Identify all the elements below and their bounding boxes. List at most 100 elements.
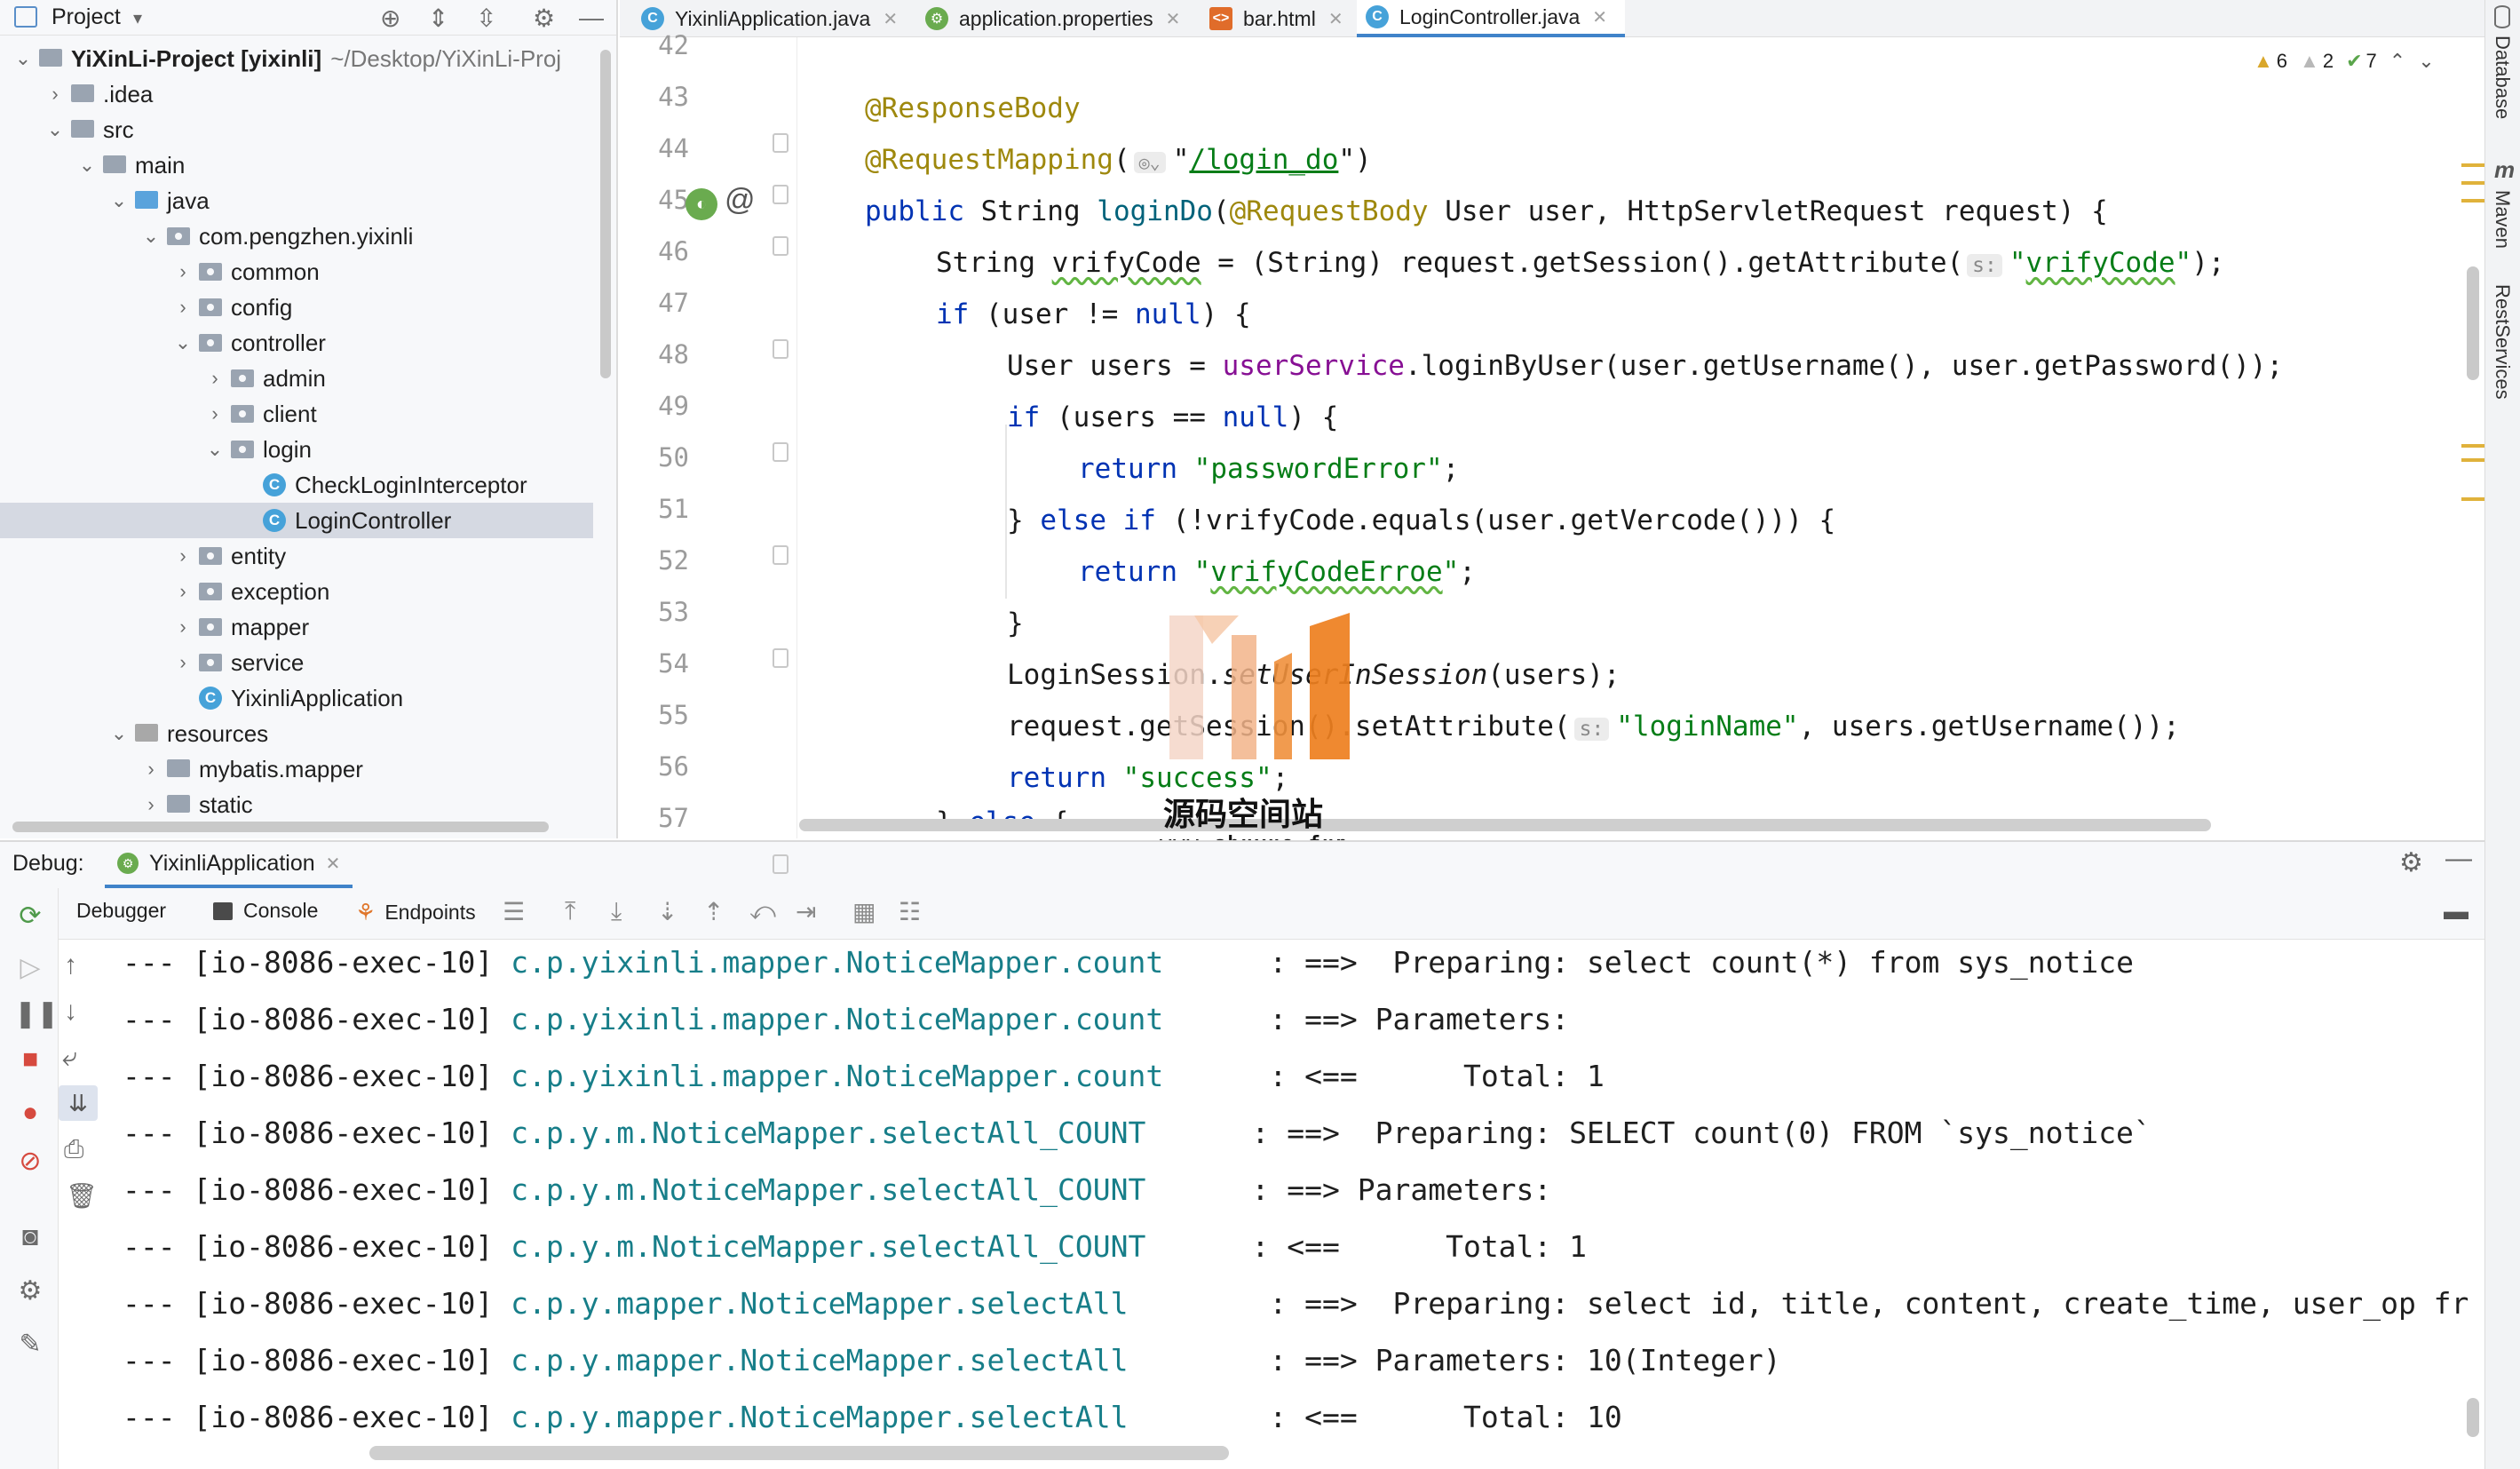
error-stripe-mark[interactable] (2461, 181, 2486, 185)
chevron-right-icon[interactable]: › (211, 402, 218, 425)
tab-console[interactable]: Console (213, 899, 318, 923)
restservices-tool-button[interactable]: RestServices (2492, 284, 2514, 400)
hide-icon[interactable]: — (579, 4, 604, 31)
tab-application-properties[interactable]: ⚙ application.properties ✕ (916, 0, 1197, 37)
chevron-down-icon[interactable]: ⌄ (78, 154, 96, 176)
chevron-down-icon[interactable]: ⌄ (110, 189, 128, 211)
close-icon[interactable]: ✕ (1327, 9, 1343, 29)
tree-item[interactable]: ⌄resources (0, 716, 593, 751)
chevron-down-icon[interactable]: ⌄ (174, 331, 192, 353)
fold-marker[interactable] (773, 339, 788, 359)
rerun-icon[interactable]: ⟳ (19, 901, 42, 931)
up-stack-icon[interactable]: ↑ (64, 950, 77, 980)
fold-marker[interactable] (773, 185, 788, 204)
close-icon[interactable]: ✕ (1165, 9, 1181, 29)
tab-debugger[interactable]: Debugger (76, 899, 167, 922)
tree-horizontal-scrollbar[interactable] (12, 822, 549, 832)
tree-item[interactable]: ›config (0, 290, 593, 325)
fold-marker[interactable] (773, 854, 788, 874)
mute-breakpoints-icon[interactable]: ⊘ (19, 1147, 42, 1176)
chevron-right-icon[interactable]: › (211, 367, 218, 389)
clear-all-icon[interactable]: 🗑 (66, 1182, 98, 1210)
console-vertical-scrollbar[interactable] (2467, 1398, 2479, 1437)
drop-frame-icon[interactable]: ⤺ (749, 897, 776, 925)
log-logger[interactable]: c.p.y.mapper.NoticeMapper.selectAll (511, 1286, 1252, 1321)
chevron-right-icon[interactable]: › (147, 758, 155, 780)
editor-horizontal-scrollbar[interactable] (799, 819, 2211, 831)
hide-icon[interactable]: — (2445, 844, 2472, 873)
log-logger[interactable]: c.p.y.m.NoticeMapper.selectAll_COUNT (511, 1172, 1234, 1207)
close-icon[interactable]: ✕ (883, 9, 899, 29)
close-icon[interactable]: ✕ (1592, 7, 1608, 28)
tree-vertical-scrollbar[interactable] (600, 50, 611, 378)
tree-item[interactable]: ⌄main (0, 147, 593, 183)
chevron-down-icon[interactable]: ⌄ (46, 118, 64, 140)
log-logger[interactable]: c.p.yixinli.mapper.NoticeMapper.count (511, 1059, 1252, 1093)
log-logger[interactable]: c.p.yixinli.mapper.NoticeMapper.count (511, 1002, 1252, 1036)
at-annotation-icon[interactable]: @ (725, 183, 756, 217)
error-stripe-mark[interactable] (2461, 444, 2486, 448)
tab-endpoints[interactable]: ⚘ Endpoints (355, 899, 476, 925)
trace-icon[interactable]: ☷ (899, 898, 922, 925)
chevron-down-icon[interactable]: ⌄ (206, 438, 224, 460)
chevron-right-icon[interactable]: › (179, 260, 186, 282)
log-logger[interactable]: c.p.y.mapper.NoticeMapper.selectAll (511, 1400, 1252, 1434)
fold-marker[interactable] (773, 133, 788, 153)
tree-item[interactable]: ›client (0, 396, 593, 432)
soft-wrap-icon[interactable]: ⤶ (62, 1043, 77, 1072)
tree-item[interactable]: ⌄com.pengzhen.yixinli (0, 218, 593, 254)
pin-icon[interactable]: ✎ (19, 1330, 42, 1359)
console-output[interactable]: --- [io-8086-exec-10] c.p.yixinli.mapper… (107, 940, 2468, 1437)
log-logger[interactable]: c.p.yixinli.mapper.NoticeMapper.count (511, 945, 1252, 980)
step-out-icon[interactable]: ⇡ (703, 898, 725, 925)
close-icon[interactable]: ✕ (325, 854, 341, 874)
tree-item[interactable]: ›service (0, 645, 593, 680)
fold-marker[interactable] (773, 442, 788, 462)
debug-session-tab[interactable]: ⚙ YixinliApplication ✕ (105, 842, 353, 888)
tree-item[interactable]: ›mybatis.mapper (0, 751, 593, 787)
log-logger[interactable]: c.p.y.mapper.NoticeMapper.selectAll (511, 1343, 1252, 1378)
log-logger[interactable]: c.p.y.m.NoticeMapper.selectAll_COUNT (511, 1229, 1234, 1264)
layout-icon[interactable]: ▬ (2444, 897, 2468, 925)
spring-mapping-icon[interactable]: ◐ (685, 188, 717, 220)
fold-marker[interactable] (773, 236, 788, 256)
chevron-down-icon[interactable]: ⌄ (142, 225, 160, 247)
tree-item[interactable]: ›static (0, 787, 593, 822)
chevron-down-icon[interactable]: ⌄ (110, 722, 128, 744)
step-into-icon[interactable]: ⇣ (657, 898, 678, 925)
step-over-icon[interactable]: ⤓ (611, 897, 622, 925)
chevron-right-icon[interactable]: › (147, 793, 155, 815)
print-icon[interactable]: ⎙ (64, 1135, 84, 1163)
code-editor[interactable]: @ResponseBody @RequestMapping(◎⌄"/login_… (799, 37, 2468, 819)
collapse-all-icon[interactable]: ⇳ (476, 4, 497, 32)
run-to-cursor-icon[interactable]: ⇥ (796, 898, 817, 925)
tree-item[interactable]: ⌄YiXinLi-Project [yixinli]~/Desktop/YiXi… (0, 41, 593, 76)
menu-icon[interactable]: ☰ (503, 898, 526, 925)
tree-item[interactable]: ⌄src (0, 112, 593, 147)
tree-item[interactable]: ⌄controller (0, 325, 593, 361)
database-tool-button[interactable]: Database (2492, 36, 2514, 120)
stop-icon[interactable]: ■ (21, 1044, 39, 1074)
chevron-down-icon[interactable]: ▾ (133, 9, 143, 28)
evaluate-expression-icon[interactable]: ▦ (852, 898, 876, 925)
editor-vertical-scrollbar[interactable] (2467, 266, 2479, 380)
get-thread-dump-icon[interactable]: ◙ (21, 1222, 39, 1251)
show-execution-point-icon[interactable]: ⤒ (565, 897, 576, 925)
tab-yixinliapplication[interactable]: C YixinliApplication.java ✕ (632, 0, 916, 37)
tree-item[interactable]: ⌄login (0, 432, 593, 467)
tree-item[interactable]: ›common (0, 254, 593, 290)
tree-item[interactable]: ›.idea (0, 76, 593, 112)
next-highlight-icon[interactable]: ⌄ (2418, 50, 2435, 72)
console-horizontal-scrollbar[interactable] (369, 1446, 1229, 1460)
tree-item[interactable]: ›entity (0, 538, 593, 574)
gear-icon[interactable]: ⚙ (2399, 848, 2423, 877)
error-stripe-mark[interactable] (2461, 497, 2486, 501)
previous-highlight-icon[interactable]: ⌃ (2389, 50, 2406, 72)
scroll-to-end-icon[interactable]: ⇊ (59, 1085, 98, 1121)
tree-item[interactable]: ›admin (0, 361, 593, 396)
chevron-right-icon[interactable]: › (179, 296, 186, 318)
settings-icon[interactable]: ⚙ (18, 1276, 43, 1306)
